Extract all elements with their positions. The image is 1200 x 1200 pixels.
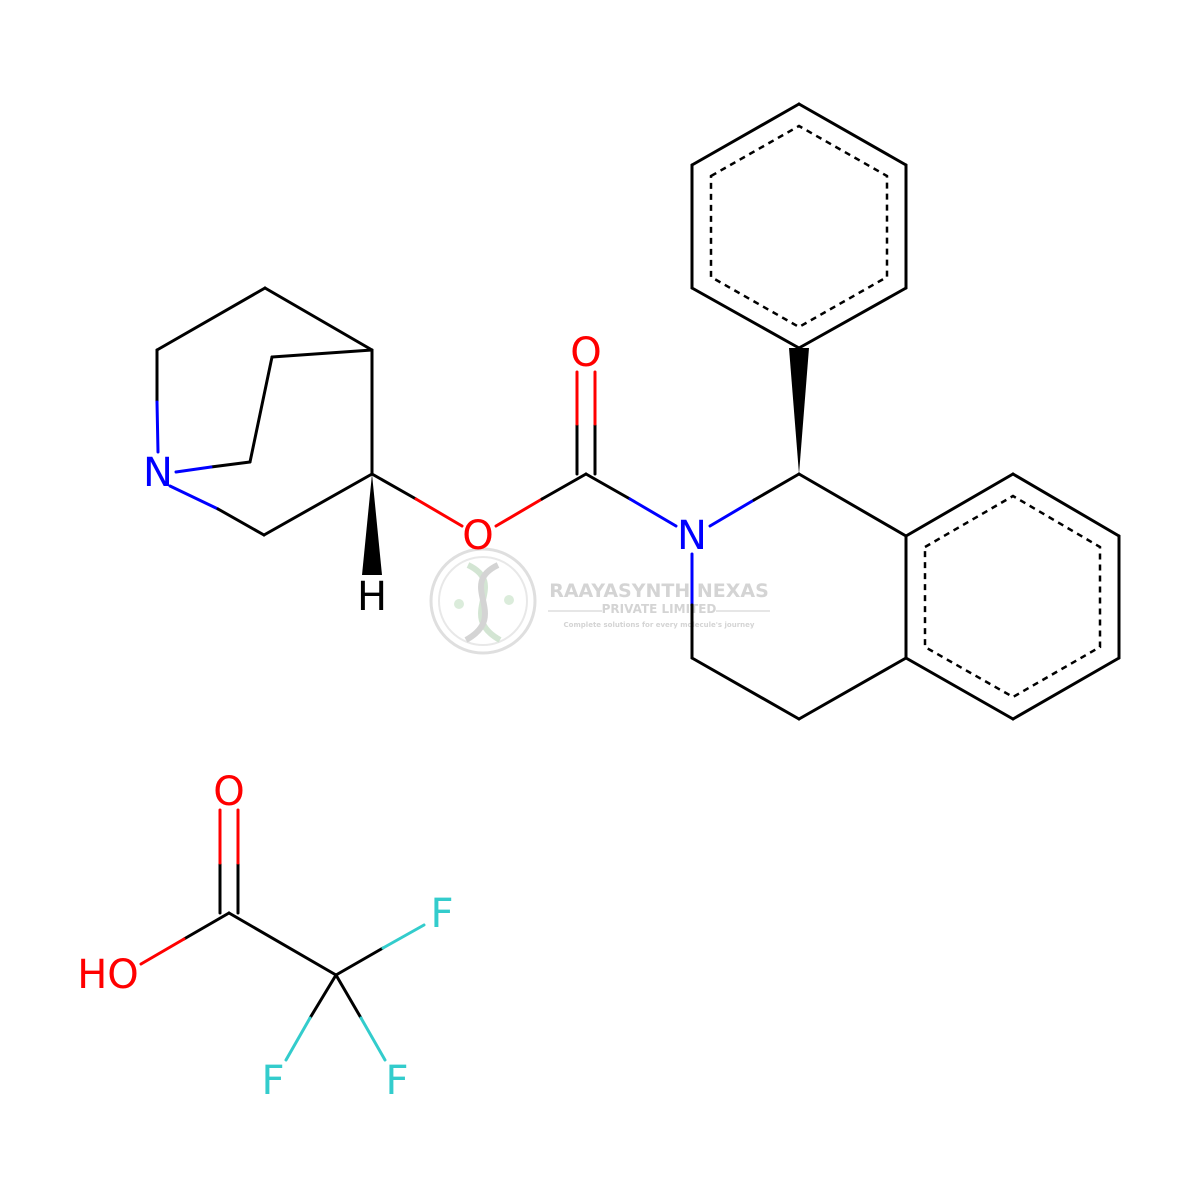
tfa-bonds [139, 808, 426, 1062]
watermark-tagline: Complete solutions for every molecule's … [564, 621, 755, 629]
watermark-subtitle: PRIVATE LIMITED [602, 602, 717, 616]
atom-labels: N O H O N O HO F F F [77, 330, 707, 1104]
atom-label-n-isoquinoline: N [677, 513, 707, 559]
watermark-logo [429, 547, 537, 655]
carbamate-bonds [494, 370, 678, 528]
atom-label-hydroxyl: HO [77, 952, 139, 998]
quinuclidine-bonds [155, 286, 464, 575]
atom-label-o-ester: O [462, 513, 493, 559]
watermark-name: RAAYASYNTH NEXAS [549, 580, 769, 602]
atom-label-o-carbonyl: O [570, 330, 601, 376]
atom-label-f-top: F [430, 891, 453, 937]
atom-label-f-right: F [385, 1058, 408, 1104]
watermark-text: RAAYASYNTH NEXAS PRIVATE LIMITED Complet… [548, 580, 770, 629]
atom-label-h: H [357, 574, 387, 620]
isoquinoline-bonds [690, 348, 1121, 721]
phenyl-bonds [690, 102, 908, 350]
atom-label-f-left: F [261, 1058, 284, 1104]
atom-label-n-quinuclidine: N [143, 450, 173, 496]
atom-label-o-acid-carbonyl: O [213, 769, 244, 815]
